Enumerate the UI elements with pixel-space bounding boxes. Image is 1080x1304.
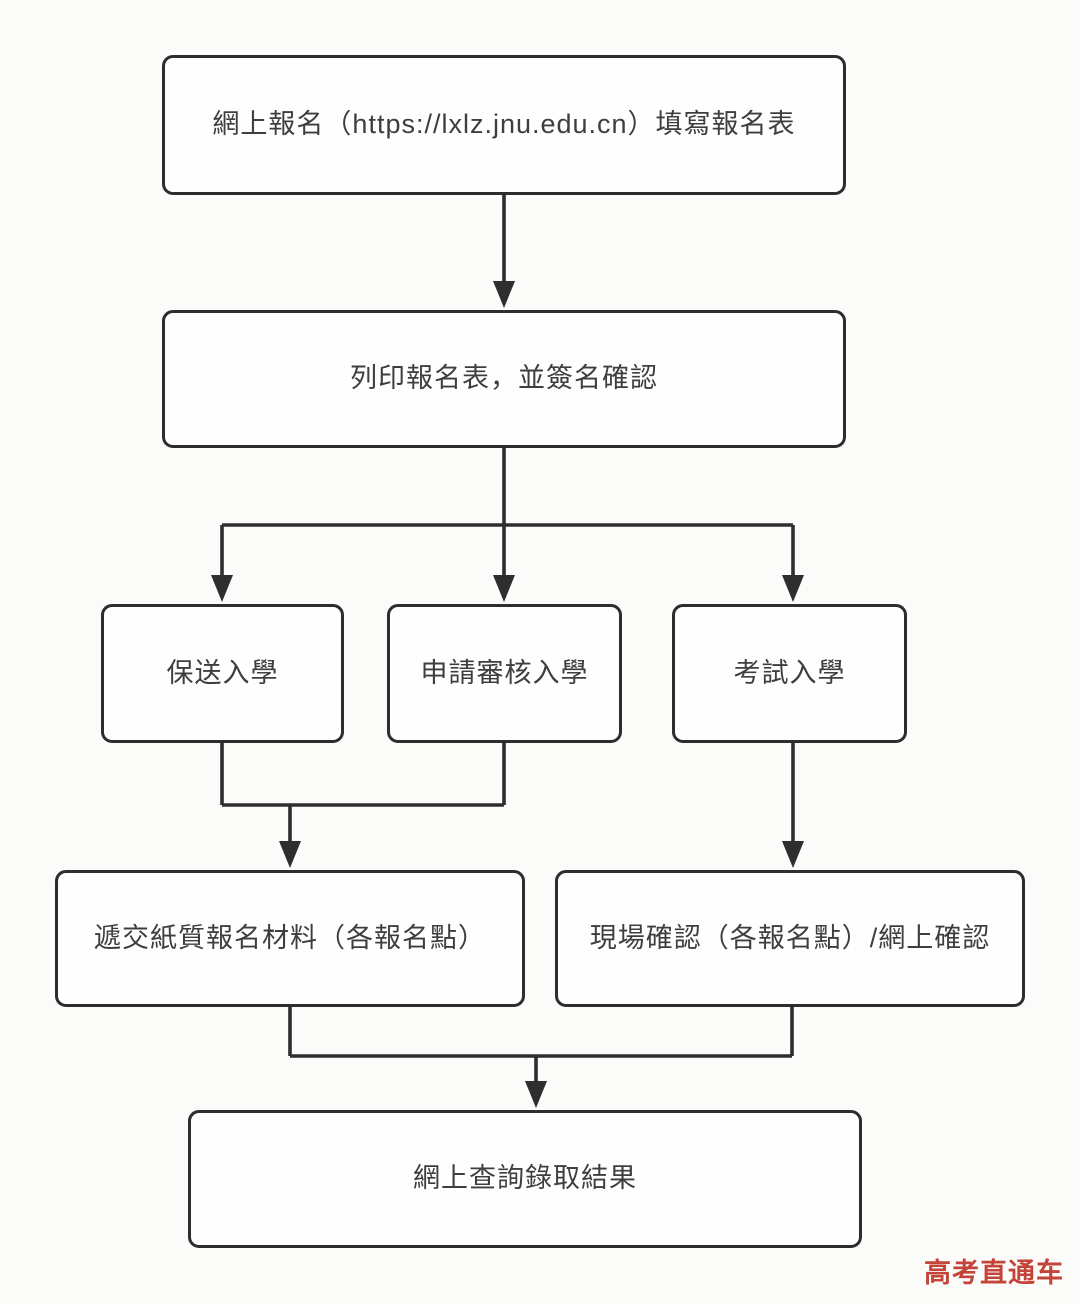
node-label: 保送入學 xyxy=(166,657,279,688)
node-label: 現場確認（各報名點）/網上確認 xyxy=(589,922,991,953)
node-exam-admission: 考試入學 xyxy=(672,604,907,743)
watermark-gaokao-express: 高考直通车 xyxy=(924,1251,1064,1290)
node-application-review-admission: 申請審核入學 xyxy=(387,604,622,743)
node-online-registration: 網上報名（https://lxlz.jnu.edu.cn）填寫報名表 xyxy=(162,55,846,195)
node-label: 申請審核入學 xyxy=(420,657,589,688)
node-label: 網上查詢錄取結果 xyxy=(413,1163,637,1194)
node-recommended-admission: 保送入學 xyxy=(101,604,344,743)
node-label: 網上報名（https://lxlz.jnu.edu.cn）填寫報名表 xyxy=(212,109,796,140)
node-label: 考試入學 xyxy=(733,657,846,688)
arrowhead-icon xyxy=(782,575,804,602)
arrowhead-icon xyxy=(493,281,515,308)
node-onsite-or-online-confirmation: 現場確認（各報名點）/網上確認 xyxy=(555,870,1025,1007)
node-print-form-sign: 列印報名表，並簽名確認 xyxy=(162,310,846,448)
arrowhead-icon xyxy=(211,575,233,602)
node-label: 列印報名表，並簽名確認 xyxy=(350,363,658,394)
node-check-admission-result: 網上查詢錄取結果 xyxy=(188,1110,862,1248)
node-submit-paper-materials: 遞交紙質報名材料（各報名點） xyxy=(55,870,525,1007)
arrowhead-icon xyxy=(493,575,515,602)
node-label: 遞交紙質報名材料（各報名點） xyxy=(94,922,486,953)
arrowhead-icon xyxy=(279,841,301,868)
arrowhead-icon xyxy=(525,1081,547,1108)
watermark-text: 高考直通车 xyxy=(924,1258,1064,1288)
arrowhead-icon xyxy=(782,841,804,868)
